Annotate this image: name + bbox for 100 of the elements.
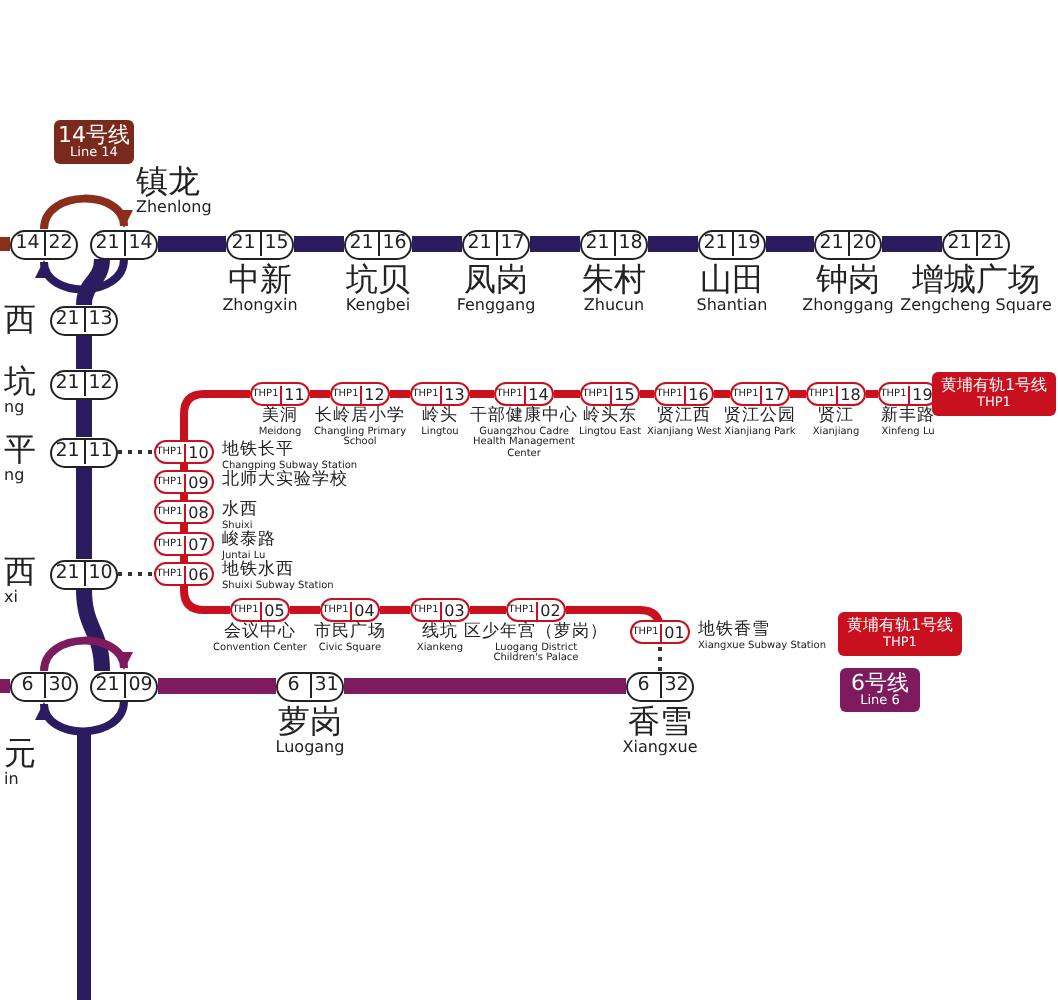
tram-stop-badge bbox=[154, 470, 214, 494]
station-name-english: Zhenlong bbox=[136, 200, 212, 219]
transfer-arrow bbox=[38, 700, 128, 736]
station-badge bbox=[580, 229, 648, 259]
station-badge bbox=[90, 229, 158, 259]
transfer-arrow bbox=[40, 194, 130, 230]
station-badge bbox=[50, 369, 118, 399]
station-name-english: Xiangxue bbox=[622, 739, 698, 758]
station-badge bbox=[462, 229, 530, 259]
tram-line bbox=[180, 556, 188, 562]
station-name-english: xi bbox=[4, 590, 18, 609]
tram-line bbox=[640, 390, 654, 398]
station-number: 18 bbox=[613, 232, 646, 256]
line-number: 6 bbox=[635, 674, 652, 698]
line-label-box bbox=[54, 120, 134, 164]
tram-stop-badge bbox=[330, 382, 390, 406]
station-badge bbox=[226, 229, 294, 259]
tram-stop-badge bbox=[494, 382, 554, 406]
station-name-english: Zhongxin bbox=[222, 297, 298, 316]
metro-line bbox=[76, 588, 110, 672]
station-name-english: Zhonggang bbox=[802, 297, 894, 316]
line-number: 21 bbox=[817, 232, 846, 256]
station-badge bbox=[50, 305, 118, 335]
station-number: 15 bbox=[259, 232, 292, 256]
tram-stop-badge bbox=[630, 620, 690, 644]
metro-line bbox=[530, 236, 580, 252]
station-number: 10 bbox=[83, 562, 116, 586]
station-name-english: in bbox=[4, 772, 19, 791]
station-name: 会议中心 bbox=[224, 624, 296, 642]
station-number: 04 bbox=[349, 601, 378, 619]
metro-line bbox=[76, 335, 92, 369]
line-number: 6 bbox=[285, 674, 302, 698]
station-badge bbox=[344, 229, 412, 259]
station-number: 13 bbox=[83, 308, 116, 332]
station-number: 17 bbox=[495, 232, 528, 256]
station-name: 坑贝 bbox=[346, 261, 410, 297]
tram-stop-badge bbox=[154, 500, 214, 524]
tram-stop-badge bbox=[320, 598, 380, 622]
station-name: 贤江 bbox=[818, 408, 854, 426]
station-number: 19 bbox=[731, 232, 764, 256]
tram-stop-badge bbox=[154, 440, 214, 464]
line-name: 6号线 bbox=[851, 671, 909, 695]
station-name: 贤江西 bbox=[657, 408, 711, 426]
tram-line bbox=[180, 464, 188, 470]
station-name: 新丰路 bbox=[881, 408, 935, 426]
station-number: 21 bbox=[975, 232, 1008, 256]
line-number: 21 bbox=[93, 232, 122, 256]
station-number: 07 bbox=[183, 535, 212, 553]
line-label-box bbox=[840, 668, 920, 712]
station-name: 西 bbox=[4, 554, 36, 590]
station-name: 线坑 bbox=[422, 624, 458, 642]
station-name: 峻泰路 bbox=[222, 532, 276, 550]
line-number: 6 bbox=[19, 674, 36, 698]
station-badge bbox=[50, 559, 118, 589]
line-number: 21 bbox=[53, 562, 82, 586]
tram-stop-badge bbox=[806, 382, 866, 406]
tram-line bbox=[180, 524, 188, 532]
station-badge bbox=[626, 671, 694, 701]
station-name: 地铁水西 bbox=[222, 562, 294, 580]
station-name-english: Fenggang bbox=[456, 297, 536, 316]
station-number: 12 bbox=[83, 372, 116, 396]
line-number: 21 bbox=[53, 372, 82, 396]
line-number: 21 bbox=[93, 674, 122, 698]
station-name-english: Shantian bbox=[696, 297, 768, 316]
metro-line bbox=[158, 678, 276, 694]
tram-stop-badge bbox=[410, 382, 470, 406]
station-number: 15 bbox=[609, 385, 638, 403]
station-number: 05 bbox=[259, 601, 288, 619]
metro-line bbox=[76, 399, 92, 437]
line-number: 21 bbox=[53, 440, 82, 464]
station-number: 17 bbox=[759, 385, 788, 403]
station-number: 11 bbox=[83, 440, 116, 464]
station-number: 08 bbox=[183, 503, 212, 521]
station-name: 香雪 bbox=[628, 703, 692, 739]
station-name-english: Zengcheng Square bbox=[900, 297, 1052, 316]
tram-line bbox=[390, 390, 410, 398]
station-name: 增城广场 bbox=[912, 261, 1040, 297]
metro-line bbox=[766, 236, 814, 252]
station-name: 岭头 bbox=[422, 408, 458, 426]
station-badge bbox=[90, 671, 158, 701]
line-name: 黄埔有轨1号线 bbox=[846, 618, 954, 636]
station-name: 钟岗 bbox=[816, 261, 880, 297]
metro-line bbox=[412, 236, 462, 252]
station-number: 09 bbox=[123, 674, 156, 698]
station-badge bbox=[814, 229, 882, 259]
station-name: 市民广场 bbox=[314, 624, 386, 642]
tram-line bbox=[290, 606, 320, 614]
line-name: 14号线 bbox=[58, 123, 130, 147]
transfer-arrow bbox=[38, 258, 128, 294]
metro-line bbox=[158, 236, 226, 252]
station-name: 镇龙 bbox=[136, 164, 200, 200]
metro-line bbox=[648, 236, 698, 252]
station-name: 长岭居小学 bbox=[315, 408, 405, 426]
station-badge bbox=[10, 671, 78, 701]
line-label-box bbox=[838, 612, 962, 656]
station-number: 03 bbox=[439, 601, 468, 619]
tram-stop-badge bbox=[230, 598, 290, 622]
station-name: 北师大实验学校 bbox=[222, 472, 348, 491]
line-number: 21 bbox=[347, 232, 376, 256]
tram-line bbox=[180, 390, 250, 440]
